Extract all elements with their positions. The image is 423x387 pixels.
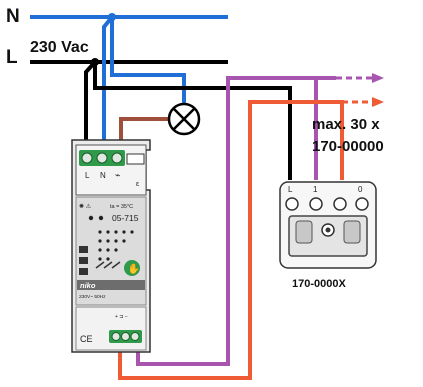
pushbutton-terminal-0: 0 [358, 185, 363, 194]
pushbutton-part: 170-0000X [292, 278, 346, 290]
svg-text:✺ ⚠: ✺ ⚠ [79, 203, 92, 210]
extension-part: 170-00000 [312, 138, 384, 155]
purple-arrow [372, 73, 384, 83]
neutral-wire [102, 15, 114, 145]
purple-wire [136, 76, 318, 366]
svg-text:+ ⊐ −: + ⊐ − [115, 314, 128, 320]
orange-wire [118, 100, 344, 380]
extension-note: max. 30 x [312, 116, 380, 133]
pushbutton-terminal-1: 1 [313, 185, 318, 194]
model-label: 05-715 [112, 213, 139, 223]
module-terminal-n: N [100, 171, 106, 180]
voltage-label: 230 Vac [30, 39, 89, 56]
temp-note: ta = 35°C [110, 204, 133, 210]
lamp-symbol [167, 102, 201, 136]
ce-mark: CE [80, 334, 93, 344]
svg-text:ε: ε [136, 181, 139, 188]
din-module: L N ⌁ ε ✺ ⚠ ta = 35°C 05-715 ✋ niko 230V… [71, 139, 151, 353]
orange-arrow [372, 97, 384, 107]
touch-button [124, 260, 140, 276]
module-terminal-out: ⌁ [115, 170, 120, 180]
rating-label: 230V~ 50Hz [79, 294, 106, 300]
line-label: L [6, 47, 18, 68]
neutral-label: N [6, 6, 20, 27]
lamp-wire [119, 117, 170, 145]
line-wire [84, 60, 97, 145]
pushbutton-module: L 1 0 [279, 181, 377, 269]
brand-label: niko [80, 281, 96, 290]
module-terminal-l: L [85, 171, 90, 180]
svg-text:✋: ✋ [128, 262, 140, 275]
pushbutton-terminal-l: L [288, 185, 293, 194]
line-pushbutton-wire [93, 62, 292, 180]
